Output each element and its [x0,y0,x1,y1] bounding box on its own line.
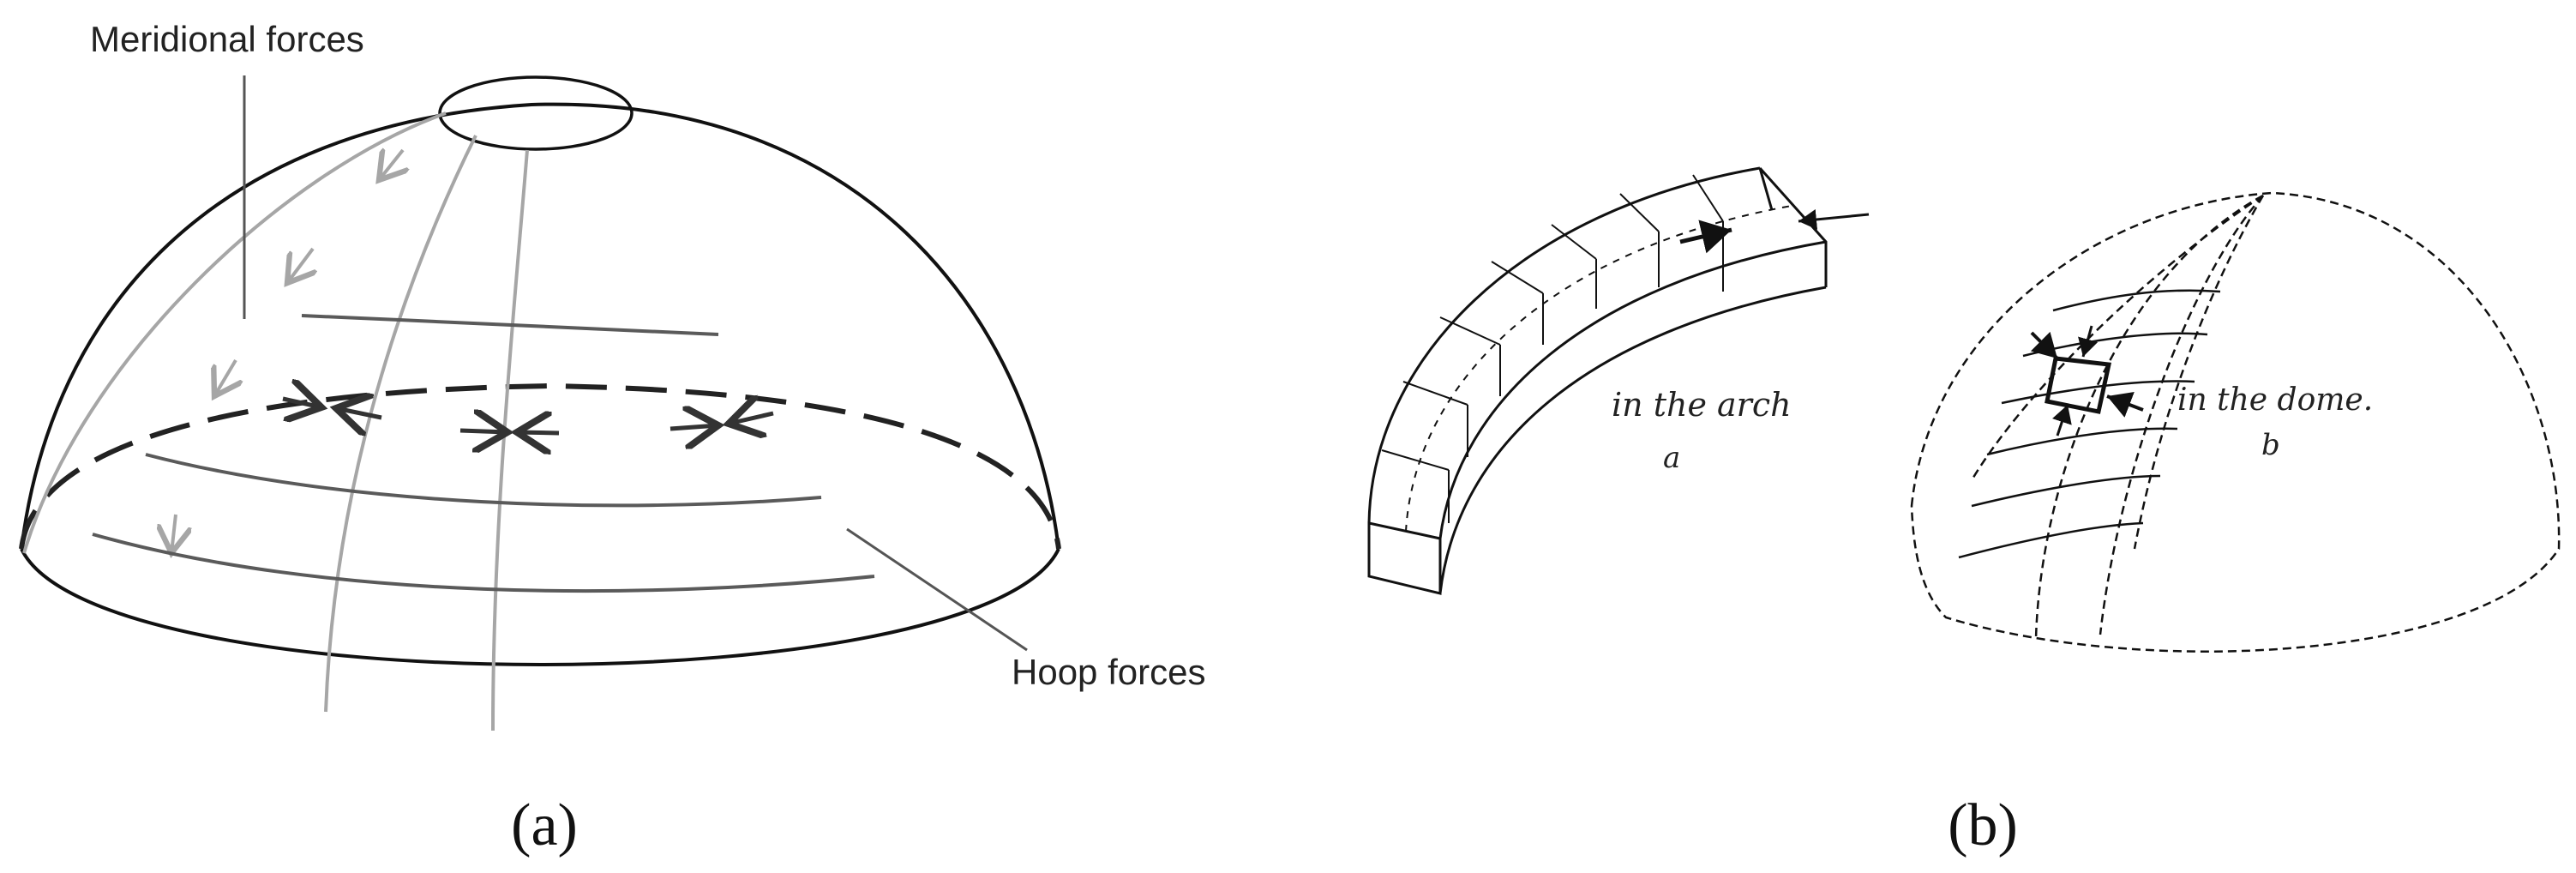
dome-b-force-arrow [2106,392,2144,418]
panel-b-dome-hoops [1958,289,2221,559]
panel-a: Meridional forces Hoop forces (a) [19,19,1205,858]
hoop-line [92,533,875,593]
arch-outline [1367,166,1761,524]
hoop-forces-label: Hoop forces [1012,652,1205,692]
dome-label-letter: b [2261,428,2280,462]
hoop-force-arrow [517,432,560,433]
meridional-forces-label: Meridional forces [90,19,364,59]
dome-b-meridian [2133,195,2265,550]
hoop-leader-line [846,527,1028,652]
arch-label-letter: a [1663,441,1680,475]
dome-b-element [2045,356,2112,414]
hoop-force-arrow [670,425,718,429]
dome-b-hoop [2052,289,2221,312]
dome-b-hoop [1986,427,2178,456]
dome-b-meridian [2099,195,2264,635]
arch-outline [1438,240,1827,539]
dome-b-meridian [1970,194,2264,481]
arch-outline [1367,521,1442,595]
panel-a-caption: (a) [511,792,578,858]
hoop-line [301,314,719,336]
arch-label: in the arch [1612,386,1792,424]
arch-joint [1448,221,1724,523]
arch-outline [1438,286,1827,594]
meridional-force-arrow [214,358,236,396]
panel-b-dome [1910,191,2561,653]
meridian-line [491,149,529,732]
meridian-line [22,111,447,554]
arch-centerline [1405,205,1792,533]
dome-b-force-arrow [2051,404,2072,436]
arch-outline [1758,166,1828,287]
hoop-force-arrow [459,430,507,432]
dome-b-hoop [1971,474,2161,508]
meridional-force-arrow [171,514,176,553]
oculus [438,75,633,151]
arch-joint [1381,174,1724,471]
panel-b-caption: (b) [1948,792,2018,858]
dome-label: in the dome. [2177,382,2373,418]
hoop-force-arrow [282,399,321,407]
dome-b-force-arrow [2030,331,2059,360]
hoop-line [145,453,822,508]
arch-thrust-arrow [1679,220,1732,254]
dome-outline [20,102,1060,550]
dome-base-back-dashed [19,382,1061,550]
arch-thrust-arrow [1798,209,1870,230]
dome-b-force-arrow [2078,325,2099,358]
meridian-line [324,135,477,713]
hoop-force-arrow [729,413,774,424]
dome-b-outline [1910,191,2561,653]
hoop-force-arrow [336,408,382,418]
panel-b-arch [1367,166,1870,595]
meridional-force-arrow [287,247,313,283]
meridional-force-arrow [379,150,403,180]
dome-base-front [20,548,1060,666]
dome-b-hoop [1958,521,2144,559]
